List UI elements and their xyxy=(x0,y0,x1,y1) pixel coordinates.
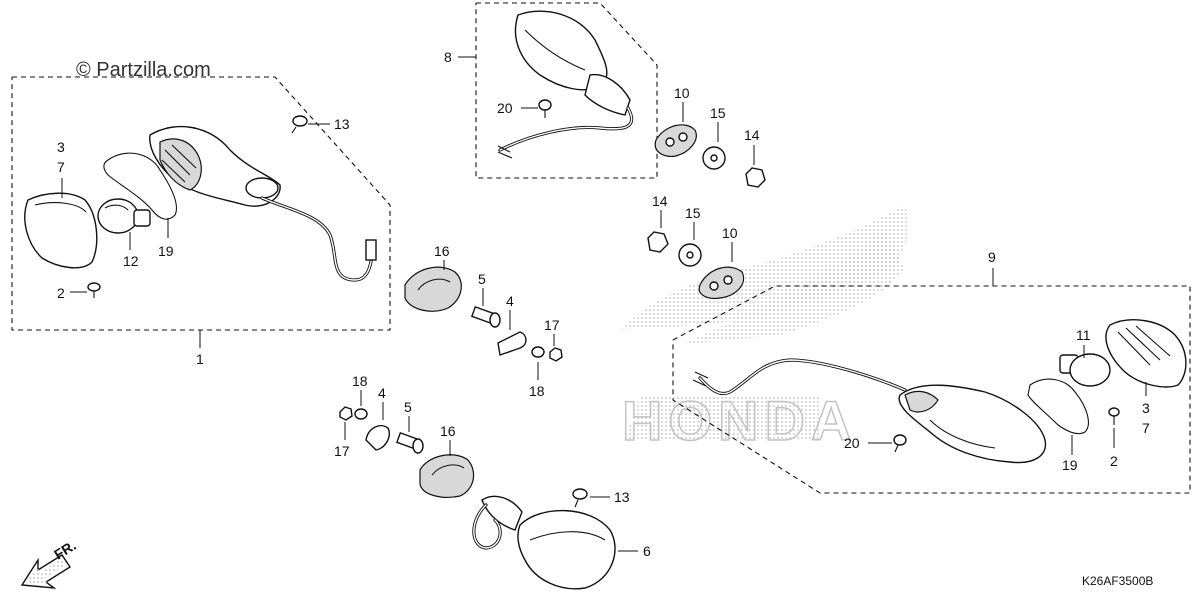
callout-18-lower: 18 xyxy=(352,373,368,389)
left-turn-signal-housing xyxy=(149,125,281,207)
washer-18-upper xyxy=(531,346,545,358)
callout-3-right: 3 xyxy=(1142,400,1150,416)
grommet-10-right xyxy=(698,266,745,300)
right-bulb xyxy=(1059,353,1111,387)
assembly-box-9 xyxy=(672,268,1191,494)
bolt-5-lower xyxy=(395,431,424,454)
callout-2-right: 2 xyxy=(1110,453,1118,469)
callout-2-left: 2 xyxy=(57,285,65,301)
screw-20-right xyxy=(893,434,907,453)
nut-14-top xyxy=(745,167,766,188)
right-screw-2 xyxy=(1108,407,1120,425)
callout-14-right: 14 xyxy=(652,193,668,209)
callout-9: 9 xyxy=(988,249,996,265)
rubber-mount-16-upper xyxy=(404,266,462,312)
washer-18-lower xyxy=(354,408,368,420)
callout-11: 11 xyxy=(1076,327,1091,343)
honda-logo-text: HONDA xyxy=(622,389,857,452)
callout-20-top: 20 xyxy=(497,100,513,116)
nut-14-right xyxy=(647,231,669,253)
grommet-10-top xyxy=(654,124,697,157)
callout-4-lower: 4 xyxy=(378,385,386,401)
callout-17-upper: 17 xyxy=(544,317,560,333)
callout-1: 1 xyxy=(196,351,204,367)
mirror-lower xyxy=(472,495,616,590)
callout-5-lower: 5 xyxy=(404,399,412,415)
left-screw-2 xyxy=(87,282,101,298)
callout-17-lower: 17 xyxy=(334,443,350,459)
callout-10-top: 10 xyxy=(674,85,690,101)
screw-13-top xyxy=(291,115,308,134)
callout-16-lower: 16 xyxy=(440,423,456,439)
callout-13-lower: 13 xyxy=(614,489,630,505)
diagram-code: K26AF3500B xyxy=(1082,574,1153,588)
callout-8: 8 xyxy=(444,49,452,65)
rubber-mount-16-lower xyxy=(419,454,475,498)
assembly-box-8 xyxy=(458,2,658,179)
right-turn-signal-housing xyxy=(898,384,1047,464)
washer-15-top xyxy=(702,146,726,170)
right-harness-wire xyxy=(692,358,907,396)
callout-13-top: 13 xyxy=(334,116,350,132)
callout-15-top: 15 xyxy=(710,105,726,121)
callouts: 1 2 2 3 7 3 7 4 4 5 5 6 8 9 10 10 11 12 … xyxy=(57,49,1150,559)
callout-19-right: 19 xyxy=(1062,457,1078,473)
right-gasket xyxy=(1027,378,1089,435)
callout-14-top: 14 xyxy=(744,127,760,143)
callout-7-right: 7 xyxy=(1142,420,1150,436)
callout-10-right: 10 xyxy=(722,225,738,241)
left-turn-signal-lens xyxy=(24,192,98,269)
callout-15-right: 15 xyxy=(685,205,701,221)
callout-5-upper: 5 xyxy=(478,271,486,287)
bracket-4-lower xyxy=(365,424,390,451)
nut-17-lower xyxy=(339,406,353,421)
bracket-4-upper xyxy=(497,331,527,356)
screw-13-lower xyxy=(572,488,588,508)
callout-16-upper: 16 xyxy=(434,243,450,259)
watermark: © Partzilla.com xyxy=(76,59,211,81)
callout-12: 12 xyxy=(123,253,139,269)
right-turn-signal-lens xyxy=(1105,319,1187,388)
left-gasket xyxy=(103,152,178,220)
screw-20-top xyxy=(538,99,552,118)
callout-7-left: 7 xyxy=(57,159,65,175)
bolt-5-upper xyxy=(470,305,501,328)
callout-18-upper: 18 xyxy=(529,383,545,399)
mirror-top xyxy=(497,10,634,159)
assembly-box-1 xyxy=(11,76,391,348)
washer-15-right xyxy=(678,243,702,267)
front-direction-arrow: FR. xyxy=(20,537,79,589)
callout-3-left: 3 xyxy=(57,139,65,155)
callout-6: 6 xyxy=(643,543,651,559)
callout-19-left: 19 xyxy=(158,243,174,259)
nut-17-upper xyxy=(549,347,563,362)
honda-wing-logo: HONDA xyxy=(620,205,909,453)
left-bulb xyxy=(97,198,151,234)
callout-20-right: 20 xyxy=(844,435,860,451)
callout-4-upper: 4 xyxy=(506,293,514,309)
left-harness-wire xyxy=(260,196,377,282)
